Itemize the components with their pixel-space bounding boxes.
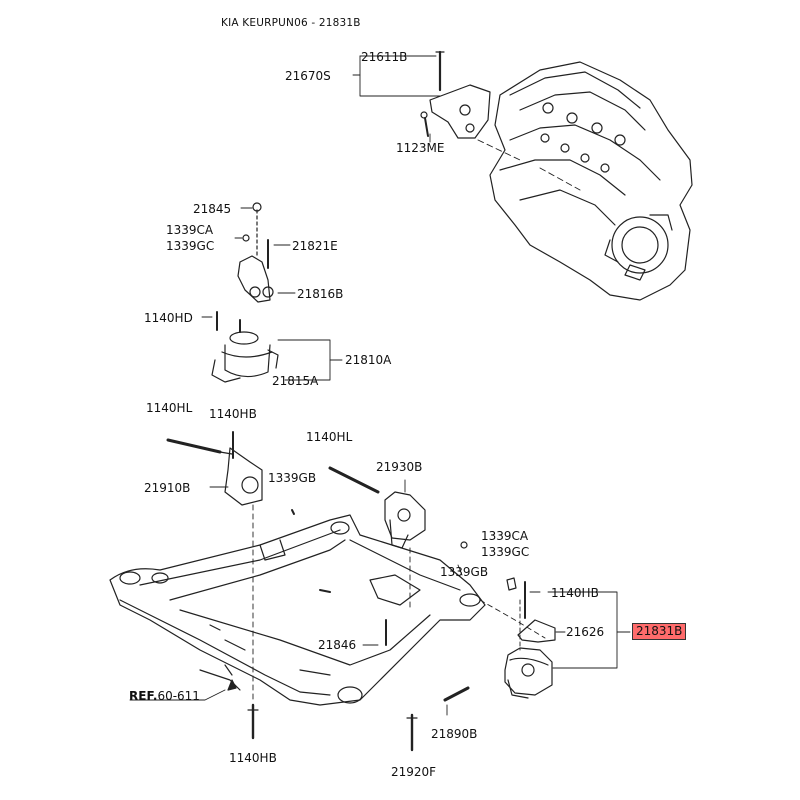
diagram-title: KIA KEURPUN06 - 21831B bbox=[221, 17, 361, 29]
label-1339gc-top: 1339GC bbox=[166, 239, 215, 253]
label-21816b: 21816B bbox=[297, 287, 344, 301]
label-1140hb-left: 1140HB bbox=[209, 407, 257, 421]
ref-arrow bbox=[227, 679, 237, 691]
label-1339gb-right: 1339GB bbox=[440, 565, 489, 579]
upper-engine-bracket bbox=[352, 50, 491, 143]
label-21670s: 21670S bbox=[285, 69, 331, 83]
ref-number: 60-611 bbox=[157, 689, 200, 703]
ref-prefix: REF. bbox=[129, 689, 158, 703]
mount-bracket-21816b bbox=[234, 202, 296, 303]
right-mount-21831b bbox=[504, 577, 631, 699]
label-1339gc-right: 1339GC bbox=[481, 545, 530, 559]
label-21890b: 21890B bbox=[431, 727, 478, 741]
label-1339ca-right: 1339CA bbox=[481, 529, 529, 543]
label-21845: 21845 bbox=[193, 202, 232, 216]
label-21910b: 21910B bbox=[144, 481, 191, 495]
left-mount-21910b bbox=[166, 431, 295, 701]
label-1140hb-bottom: 1140HB bbox=[229, 751, 277, 765]
ref-callout: REF.60-611 bbox=[129, 689, 200, 703]
ref-leader bbox=[129, 689, 226, 701]
label-21920f: 21920F bbox=[391, 765, 437, 779]
label-1339ca-top: 1339CA bbox=[166, 223, 214, 237]
label-21611b: 21611B bbox=[361, 50, 408, 64]
label-1140hb-right: 1140HB bbox=[551, 586, 599, 600]
engine-block bbox=[489, 61, 693, 301]
label-21930b: 21930B bbox=[376, 460, 423, 474]
label-21815a: 21815A bbox=[272, 374, 319, 388]
label-21831b-highlighted[interactable]: 21831B bbox=[632, 623, 687, 640]
label-21626: 21626 bbox=[566, 625, 605, 639]
label-1140hl-left: 1140HL bbox=[146, 401, 193, 415]
label-1339gb-left: 1339GB bbox=[268, 471, 317, 485]
engine-mount-21810a bbox=[201, 311, 343, 383]
label-1140hl-mid: 1140HL bbox=[306, 430, 353, 444]
label-21821e: 21821E bbox=[292, 239, 338, 253]
label-1123me: 1123ME bbox=[396, 141, 445, 155]
subframe bbox=[109, 514, 486, 706]
label-21846: 21846 bbox=[318, 638, 357, 652]
label-21810a: 21810A bbox=[345, 353, 392, 367]
bolt-21890b bbox=[443, 686, 470, 702]
middle-mount-21930b bbox=[328, 466, 468, 611]
label-1140hd: 1140HD bbox=[144, 311, 193, 325]
